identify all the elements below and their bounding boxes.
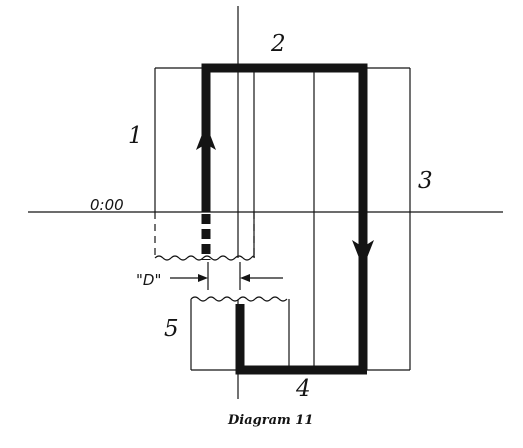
- dashed-continuation: [154, 212, 255, 258]
- offset-mark-label: "D": [136, 271, 161, 289]
- flow-path-main: [201, 63, 368, 370]
- time-mark-label: 0:00: [90, 196, 124, 214]
- up-arrow-icon: [196, 124, 216, 150]
- region-3-label: 3: [418, 168, 433, 194]
- break-line-lower: [190, 296, 288, 302]
- offset-dimension: [170, 262, 283, 290]
- region-4-label: 4: [295, 376, 311, 402]
- dimension-arrow-left-icon: [240, 274, 250, 282]
- region-5-box: [190, 299, 290, 371]
- down-arrow-icon: [352, 240, 374, 268]
- dimension-arrow-right-icon: [198, 274, 208, 282]
- break-line-upper: [154, 255, 255, 261]
- diagram-caption: Diagram 11: [227, 413, 313, 428]
- flow-path-lower: [235, 304, 367, 375]
- region-1-label: 1: [128, 123, 143, 149]
- region-5-label: 5: [164, 316, 179, 342]
- upper-frame: [154, 67, 411, 371]
- region-2-label: 2: [270, 31, 286, 57]
